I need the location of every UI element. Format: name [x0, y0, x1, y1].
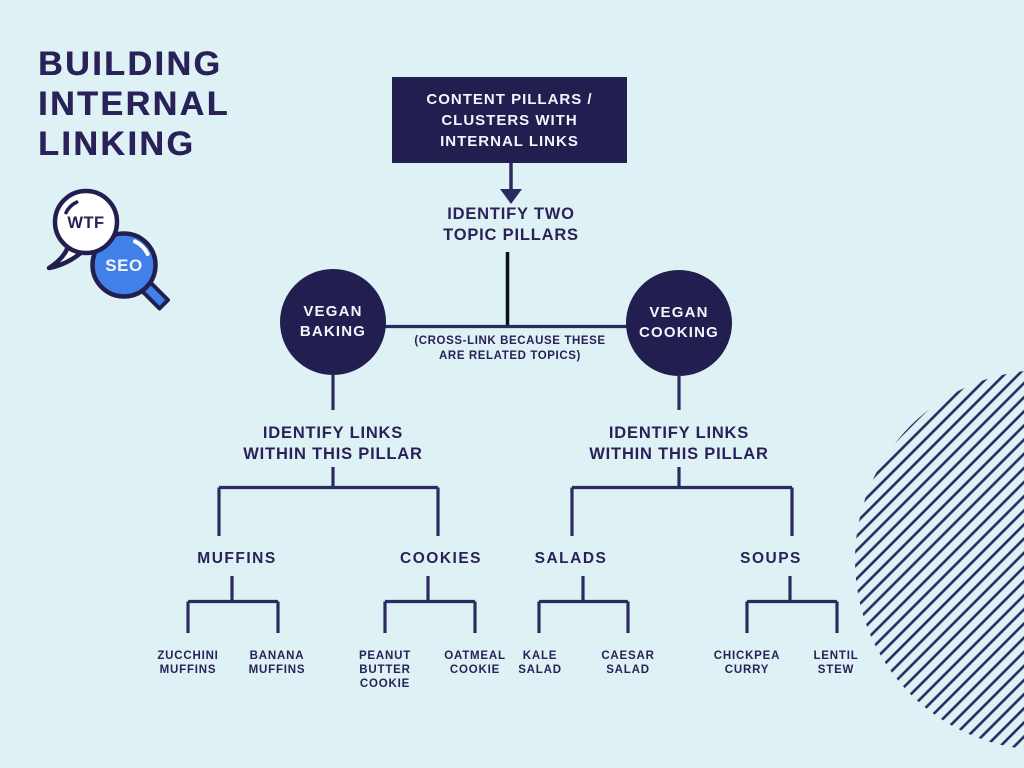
logo-wtf-text: WTF [67, 214, 104, 232]
cooking-tree-connector [570, 467, 794, 536]
category-soups-label: SOUPS [740, 550, 802, 567]
salads-tree-connector [537, 576, 630, 633]
logo-seo-text: SEO [105, 256, 142, 275]
bubble-accent-arc-icon [64, 200, 79, 215]
vegan-cooking-circle [626, 270, 732, 376]
category-muffins-label: MUFFINS [197, 550, 277, 567]
soups-tree-connector [745, 576, 839, 633]
magnifier-lens-icon [90, 231, 158, 299]
category-salads-label: SALADS [534, 550, 608, 567]
category-cookies-label: COOKIES [400, 550, 482, 567]
baking-tree-connector [217, 467, 440, 536]
striped-circle-decoration [855, 371, 1024, 749]
root-arrow-head-icon [500, 189, 522, 204]
muffins-tree-connector [186, 576, 280, 633]
lens-highlight-icon [133, 239, 150, 256]
wtf-seo-logo: SEO WTF [46, 188, 170, 311]
cookies-tree-connector [383, 576, 477, 633]
pillar-stub-lines [331, 374, 681, 410]
vegan-baking-circle [280, 269, 386, 375]
